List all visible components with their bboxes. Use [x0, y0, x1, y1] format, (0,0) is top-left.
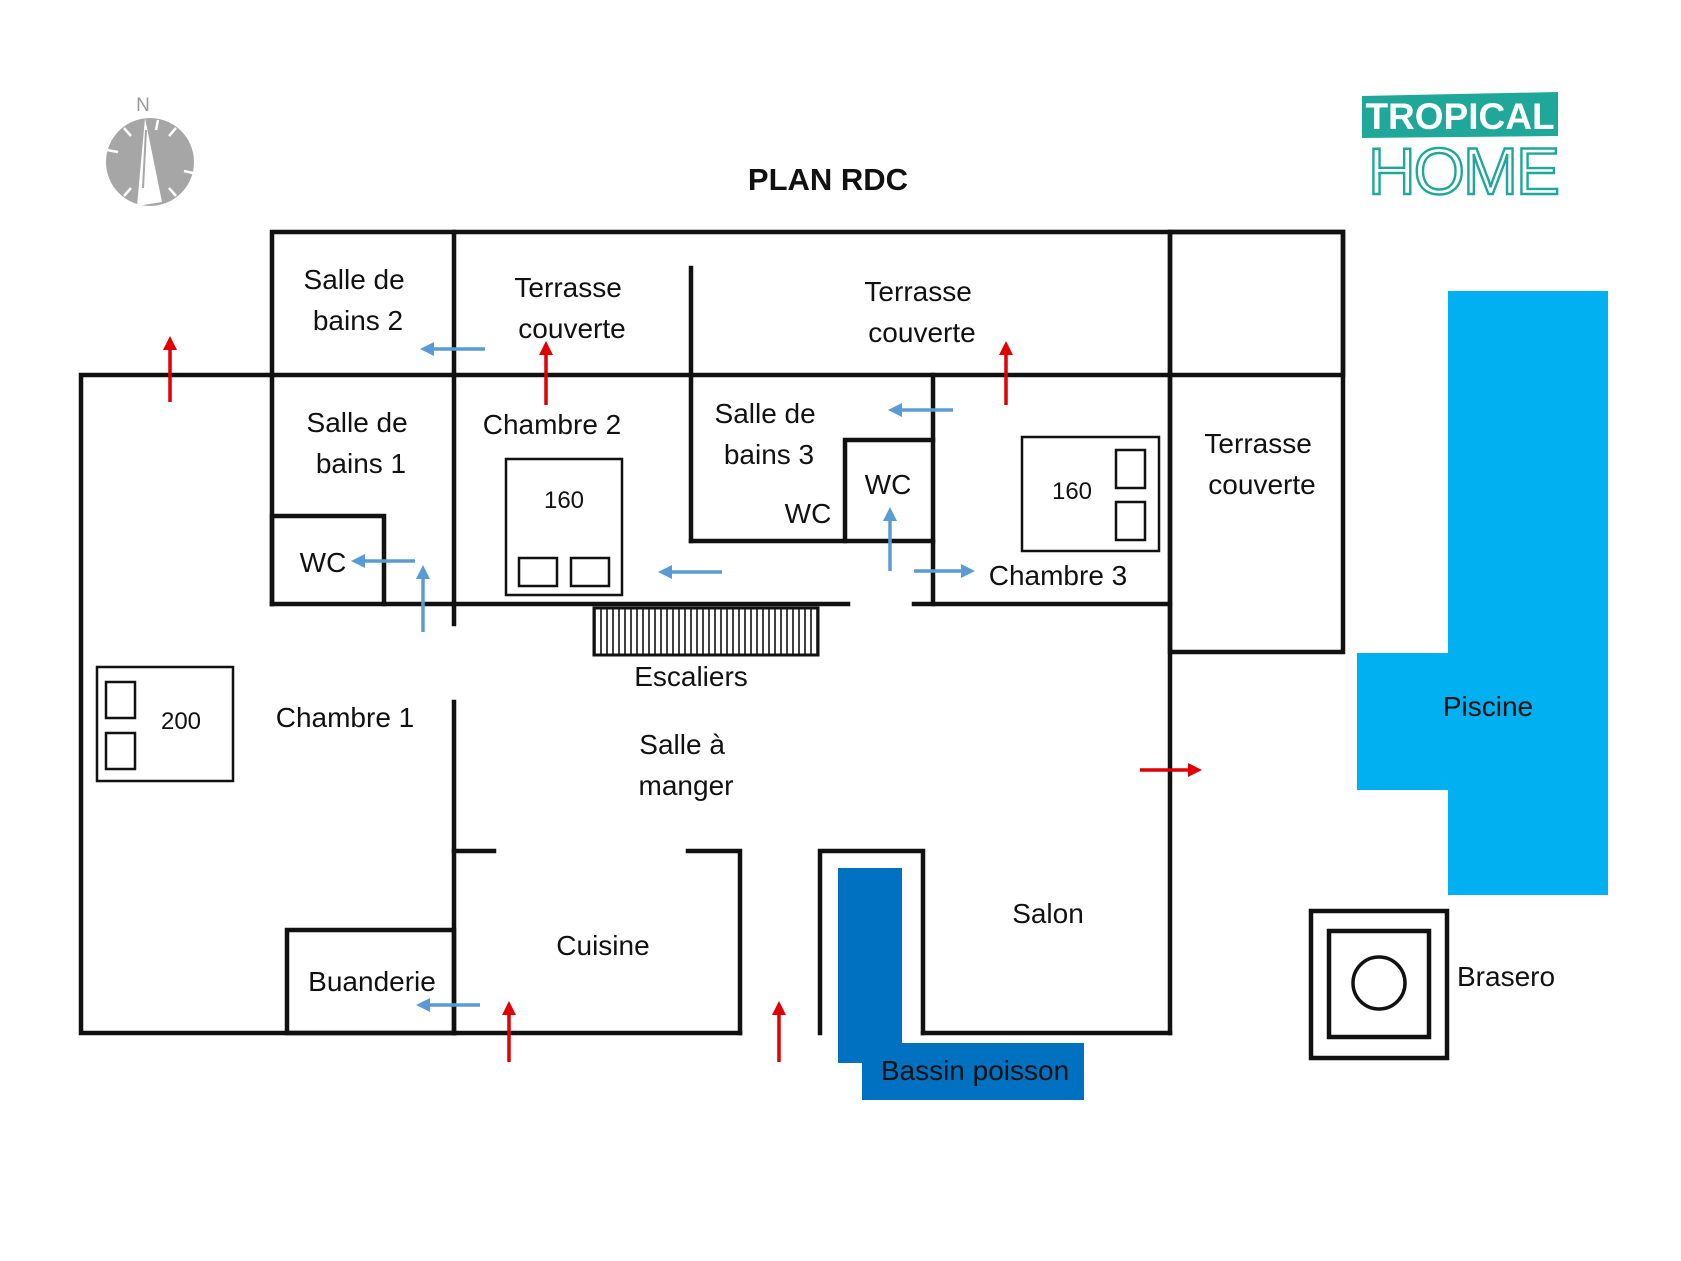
- label-wc-sdb3: WC: [785, 498, 832, 529]
- bed-size-chambre-3: 160: [1052, 478, 1092, 505]
- label-wc-1: WC: [300, 547, 347, 578]
- label-wc-box: WC: [865, 469, 912, 500]
- compass-icon: N: [106, 95, 194, 206]
- label-cuisine: Cuisine: [556, 930, 649, 961]
- label-salle-a-manger: Salle à manger: [639, 729, 734, 801]
- bed-size-chambre-1: 200: [161, 708, 201, 735]
- label-chambre-2: Chambre 2: [483, 409, 622, 440]
- logo-line2: HOME: [1368, 134, 1558, 208]
- brasero-icon: [1308, 908, 1450, 1061]
- compass-north-label: N: [136, 95, 150, 116]
- bed-size-chambre-2: 160: [544, 487, 584, 514]
- exterior-arrows: [163, 336, 1202, 1062]
- label-piscine: Piscine: [1443, 691, 1533, 722]
- stairs: [592, 606, 820, 657]
- label-chambre-3: Chambre 3: [989, 560, 1128, 591]
- label-brasero: Brasero: [1457, 961, 1555, 992]
- label-escaliers: Escaliers: [634, 661, 748, 692]
- page-title: PLAN RDC: [748, 162, 908, 197]
- fish-pond: [838, 868, 1084, 1100]
- bed-chambre-3: [1020, 435, 1161, 553]
- label-terrasse-couverte-3: Terrasse couverte: [1204, 428, 1319, 500]
- label-bassin-poisson: Bassin poisson: [881, 1055, 1069, 1086]
- bed-chambre-2: [504, 457, 624, 597]
- label-chambre-1: Chambre 1: [276, 702, 415, 733]
- label-terrasse-couverte-2: Terrasse couverte: [864, 276, 979, 348]
- tropical-home-logo: TROPICAL HOME: [1362, 92, 1561, 209]
- label-salle-de-bains-1: Salle de bains 1: [307, 407, 416, 479]
- label-salon: Salon: [1012, 898, 1084, 929]
- walls: [78, 229, 1346, 1036]
- bed-chambre-1: [95, 665, 235, 783]
- label-salle-de-bains-2: Salle de bains 2: [304, 264, 413, 336]
- label-terrasse-couverte-1: Terrasse couverte: [514, 272, 629, 344]
- pool: [1357, 291, 1608, 895]
- label-buanderie: Buanderie: [308, 966, 436, 997]
- room-arrows: [351, 342, 975, 1012]
- label-salle-de-bains-3: Salle de bains 3: [715, 398, 824, 470]
- logo-line1: TROPICAL: [1365, 96, 1554, 137]
